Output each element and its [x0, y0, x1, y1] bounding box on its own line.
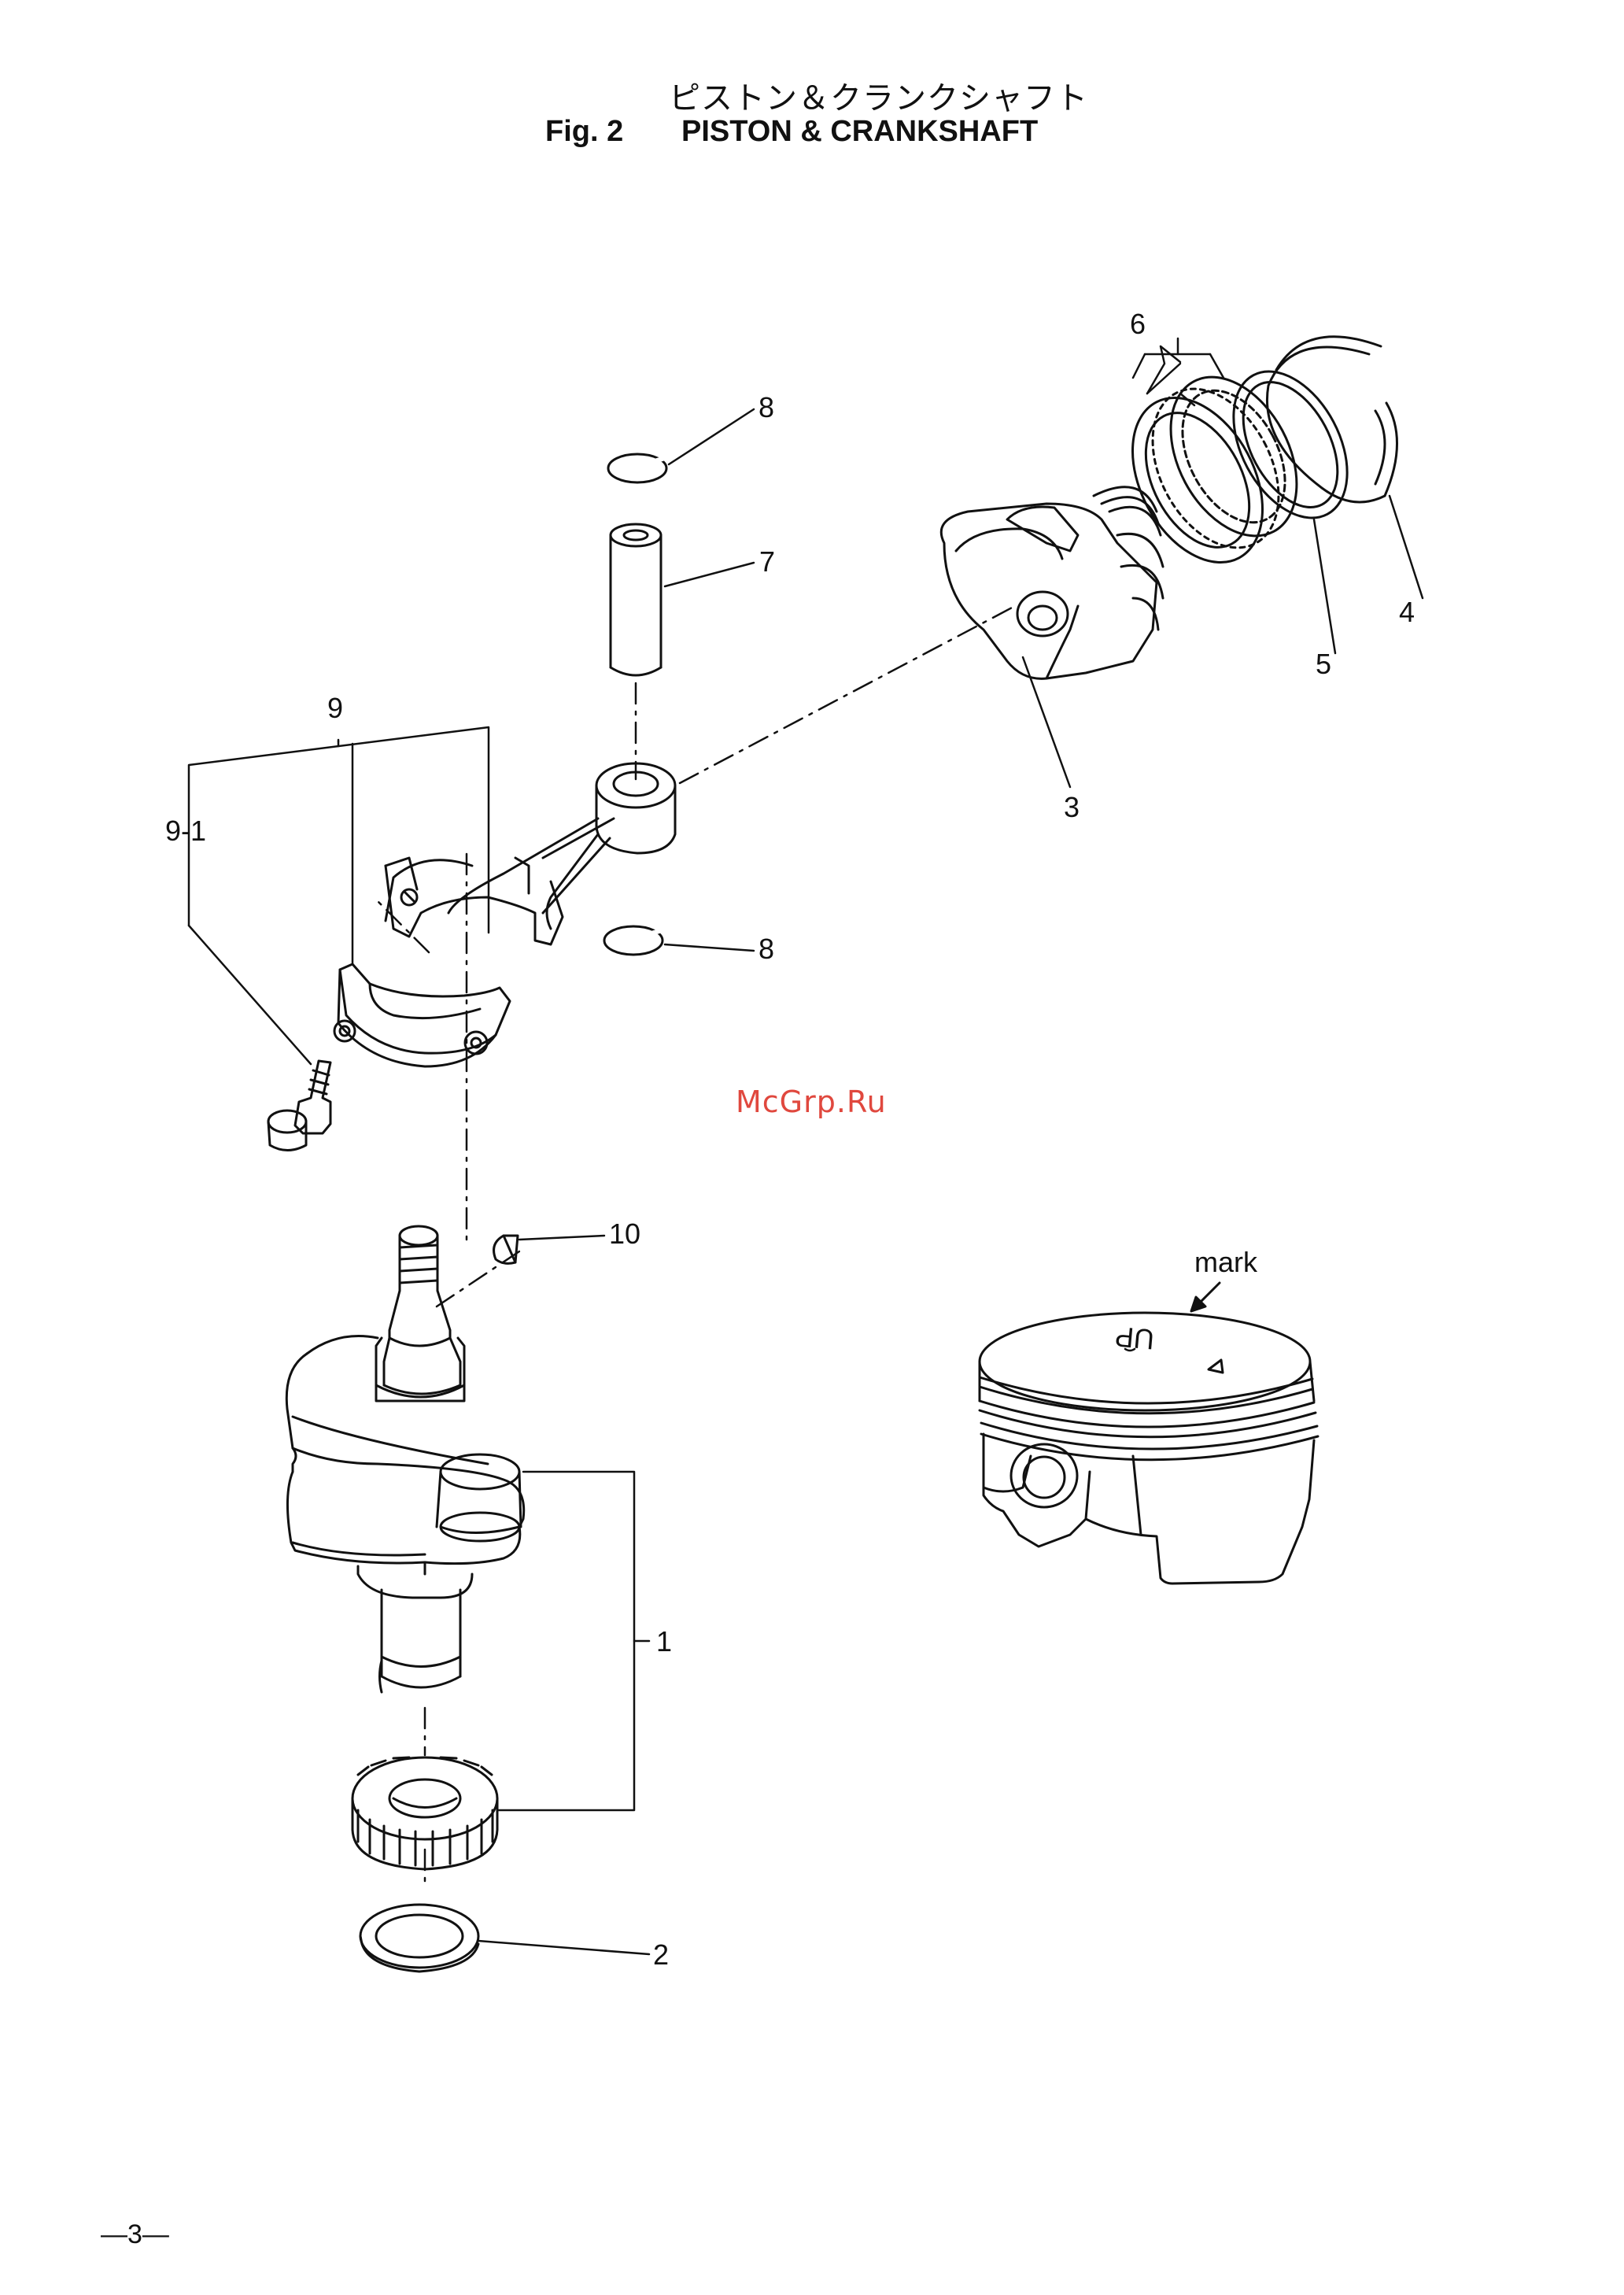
callout-8-top: 8 — [758, 391, 774, 423]
assembly-axis-lines — [374, 606, 1015, 1889]
callout-4: 4 — [1399, 596, 1415, 628]
callout-5: 5 — [1316, 648, 1331, 680]
oil-ring — [1106, 356, 1323, 585]
piston-pin — [611, 524, 661, 675]
crankshaft — [286, 1226, 523, 1692]
connecting-rod-cap — [334, 964, 510, 1066]
callout-numbers: 1 2 3 4 5 6 7 8 8 9 9-1 10 — [165, 308, 1415, 1971]
inset-piston-mark-detail: mark UP — [980, 1246, 1318, 1584]
callout-6: 6 — [1130, 308, 1146, 340]
callout-9-1: 9-1 — [165, 815, 206, 847]
thrust-washer — [360, 1905, 478, 1972]
callout-8-bottom: 8 — [758, 933, 774, 965]
callout-3: 3 — [1064, 791, 1080, 823]
leader-lines — [189, 338, 1423, 1954]
piston-up-mark: UP — [1113, 1321, 1155, 1356]
callout-10: 10 — [609, 1218, 640, 1250]
connecting-rod — [386, 763, 675, 944]
callout-9: 9 — [327, 692, 343, 724]
mark-label: mark — [1194, 1246, 1258, 1278]
callout-2: 2 — [653, 1938, 669, 1971]
watermark: McGrp.Ru — [736, 1085, 887, 1119]
callout-7: 7 — [759, 545, 775, 578]
connecting-rod-bolt — [268, 1061, 330, 1151]
callout-1: 1 — [656, 1625, 672, 1658]
second-compression-ring — [1210, 353, 1370, 538]
piston-pin-circlip-bottom — [604, 926, 663, 955]
piston — [941, 487, 1163, 679]
page-number: —3— — [101, 2219, 169, 2250]
piston-pin-circlip-top — [608, 454, 666, 482]
